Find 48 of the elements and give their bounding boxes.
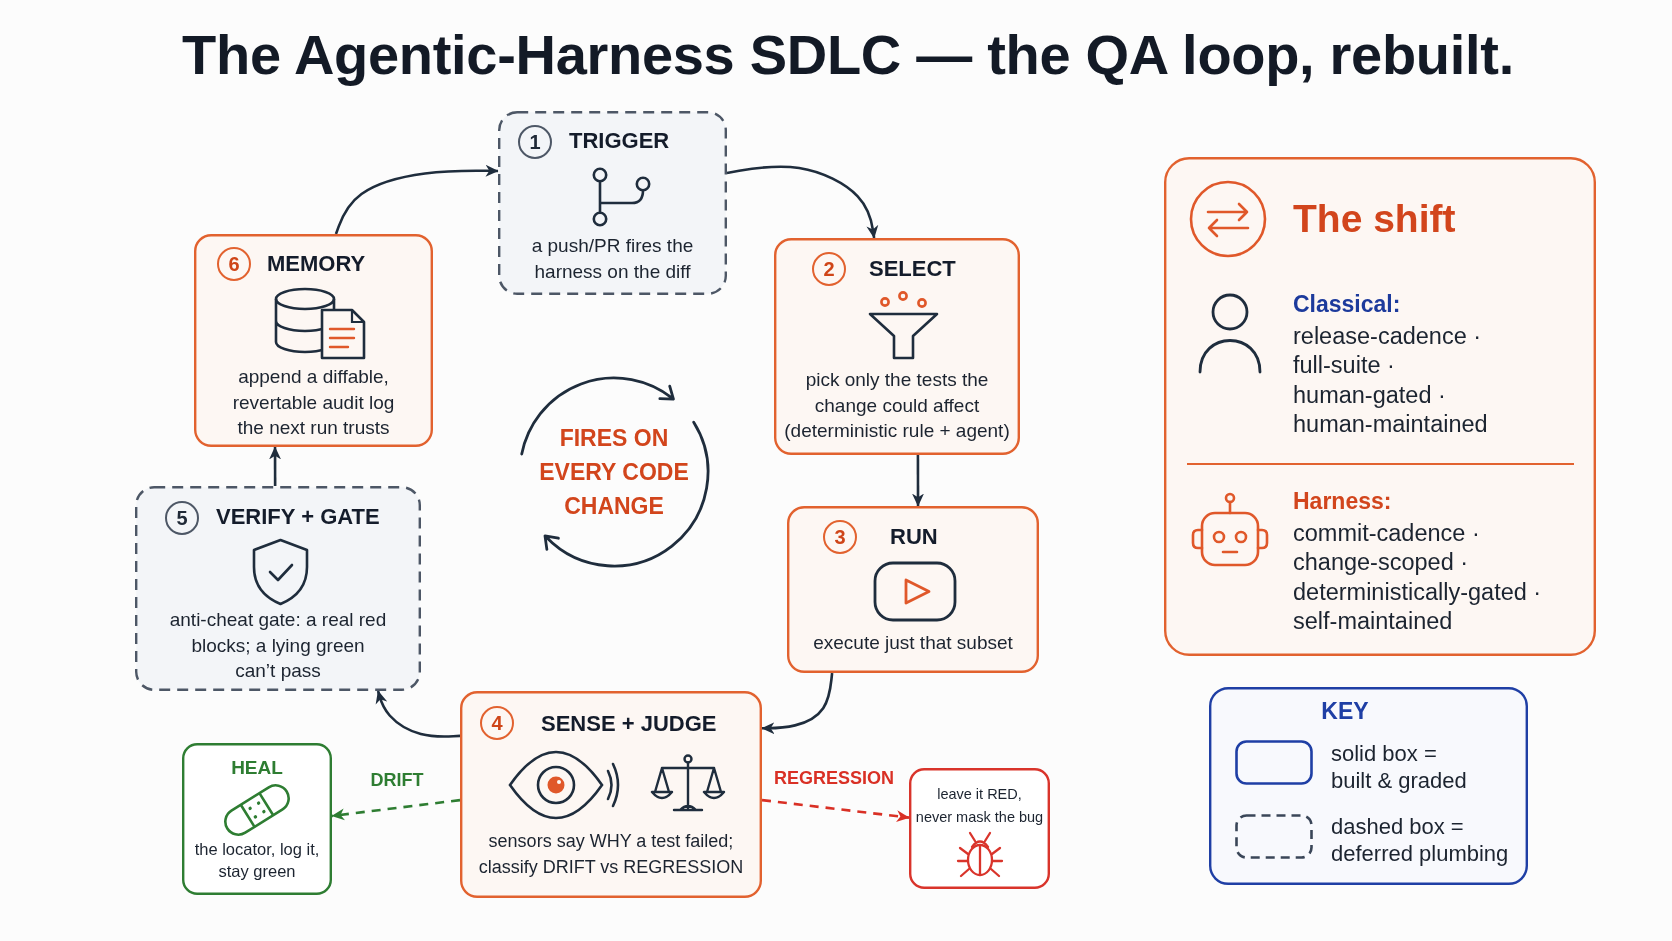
arrow xyxy=(269,446,281,486)
attribute-list: commit-cadence · change-scoped · deterministically-gated · self-maintained xyxy=(1293,519,1542,637)
process-box xyxy=(460,691,762,898)
process-box xyxy=(774,238,1020,455)
dashed-process-box xyxy=(135,486,421,691)
step-number: 2 xyxy=(812,252,846,286)
comparison-panel xyxy=(1164,157,1596,656)
step-number: 1 xyxy=(518,125,552,159)
arrow xyxy=(375,690,461,738)
cycle-label: FIRES ON EVERY CODE CHANGE xyxy=(539,424,689,521)
attribute-list: release-cadence · full-suite · human-gated · human-maintained xyxy=(1293,322,1488,440)
dashed-arrow xyxy=(761,798,910,823)
outcome-description: leave it RED, never mask the bug xyxy=(915,785,1044,827)
arrow xyxy=(726,165,879,239)
arrow xyxy=(912,455,924,507)
step-title: SENSE + JUDGE xyxy=(541,709,717,738)
step-title: RUN xyxy=(890,522,938,551)
panel-title: The shift xyxy=(1293,196,1456,242)
legend-label: dashed box = deferred plumbing xyxy=(1331,813,1509,867)
legend-label: solid box = built & graded xyxy=(1331,740,1467,794)
step-description: anti-cheat gate: a real red blocks; a lying green can’t pass xyxy=(169,608,387,684)
outcome-title: HEAL xyxy=(231,755,283,780)
process-box xyxy=(787,506,1039,673)
arrow xyxy=(334,164,499,235)
step-number: 4 xyxy=(480,706,514,740)
diagram-title: The Agentic-Harness SDLC — the QA loop, rebuilt. xyxy=(182,22,1514,88)
outcome-box xyxy=(182,743,332,895)
step-description: a push/PR fires the harness on the diff xyxy=(531,234,694,284)
step-description: pick only the tests the change could affect (deterministic rule + agent) xyxy=(784,368,1010,444)
step-description: execute just that subset xyxy=(813,631,1013,655)
step-number: 6 xyxy=(217,247,251,281)
section-heading: Harness: xyxy=(1293,487,1392,515)
outcome-box xyxy=(909,768,1050,889)
section-heading: Classical: xyxy=(1293,290,1401,318)
step-description: append a diffable, revertable audit log the next run trusts xyxy=(232,365,395,441)
step-title: SELECT xyxy=(869,254,956,283)
outcome-description: the locator, log it, stay green xyxy=(194,839,320,882)
process-box xyxy=(194,234,433,447)
step-description: sensors say WHY a test failed; classify DRIFT vs REGRESSION xyxy=(478,830,744,879)
legend-title: KEY xyxy=(1321,697,1369,725)
arrow xyxy=(761,672,834,735)
step-title: VERIFY + GATE xyxy=(216,502,380,531)
dashed-arrow xyxy=(331,798,461,821)
step-title: MEMORY xyxy=(267,249,366,278)
step-number: 5 xyxy=(165,501,199,535)
dashed-process-box xyxy=(498,111,727,295)
step-title: TRIGGER xyxy=(569,126,670,155)
step-number: 3 xyxy=(823,520,857,554)
